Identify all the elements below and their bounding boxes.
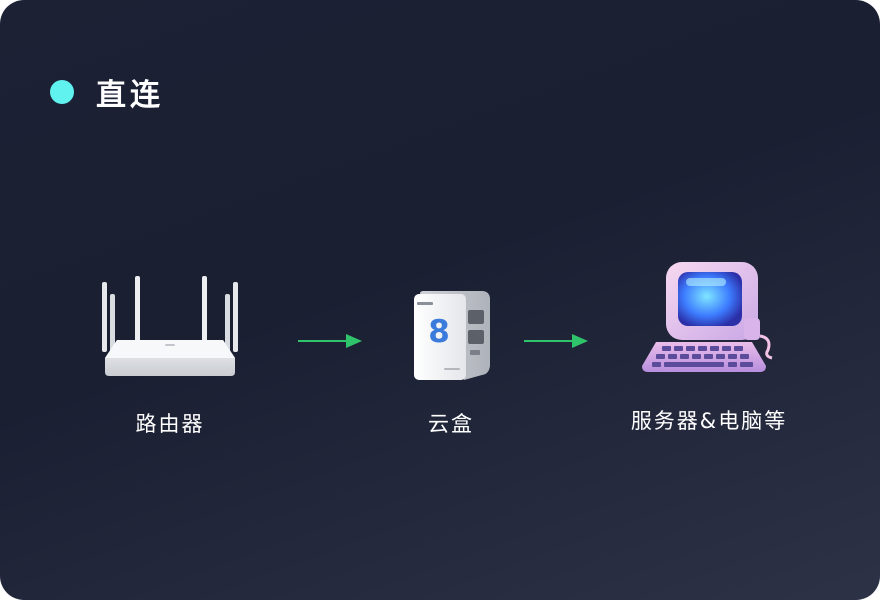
- arrow-right-icon: [298, 334, 362, 348]
- header: 直连: [50, 70, 164, 114]
- cloud-box-icon: [414, 291, 490, 380]
- computer-icon: [642, 262, 773, 372]
- arrow-right-icon: [524, 334, 588, 348]
- accent-dot-icon: [50, 80, 74, 104]
- server-label: 服务器&电脑等: [630, 409, 788, 433]
- cloud-box-logo: 8: [428, 314, 450, 350]
- router-icon: [102, 276, 238, 376]
- cloud-box-label: 云盒: [428, 412, 474, 436]
- page-title: 直连: [96, 78, 164, 113]
- router-label: 路由器: [135, 412, 205, 436]
